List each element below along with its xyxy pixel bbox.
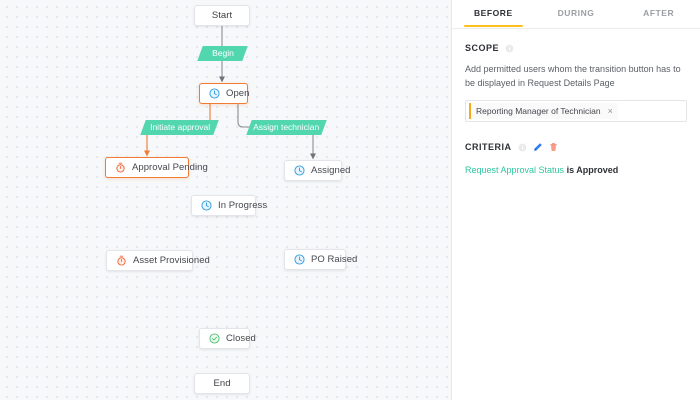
node-closed[interactable]: Closed [199, 328, 256, 349]
scope-users-input[interactable]: Reporting Manager of Technician × [465, 100, 687, 122]
node-approval-pending[interactable]: Approval Pending [105, 157, 208, 178]
transition-assign-technician[interactable]: Assign technician [246, 120, 327, 135]
scope-chip-remove-icon[interactable]: × [607, 105, 613, 116]
check-circle-green-icon [209, 333, 220, 344]
clock-blue-icon [294, 165, 305, 176]
info-icon[interactable] [518, 143, 527, 152]
criteria-section-header: CRITERIA [465, 142, 687, 152]
node-po-raised[interactable]: PO Raised [284, 249, 357, 270]
node-in-progress[interactable]: In Progress [191, 195, 267, 216]
workflow-canvas[interactable]: Start Begin Open Initiate approval Assig… [0, 0, 452, 400]
criteria-rule-condition: is Approved [566, 165, 619, 175]
node-po-raised-label: PO Raised [311, 254, 358, 265]
transition-initiate-approval-label: Initiate approval [149, 122, 210, 133]
node-open[interactable]: Open [199, 83, 250, 104]
node-assigned[interactable]: Assigned [284, 160, 350, 181]
scope-chip[interactable]: Reporting Manager of Technician × [469, 103, 618, 119]
node-open-label: Open [226, 88, 250, 99]
transition-begin[interactable]: Begin [197, 46, 248, 61]
node-end-label: End [213, 378, 231, 389]
criteria-rule: Request Approval Status is Approved [465, 164, 687, 177]
scope-description: Add permitted users whom the transition … [465, 64, 681, 88]
criteria-title: CRITERIA [465, 142, 512, 152]
criteria-rule-field: Request Approval Status [465, 165, 565, 175]
scope-chip-label: Reporting Manager of Technician [476, 106, 601, 116]
tab-before[interactable]: BEFORE [452, 0, 535, 27]
scope-section-header: SCOPE [465, 43, 687, 53]
scope-title: SCOPE [465, 43, 500, 53]
tab-during[interactable]: DURING [535, 0, 618, 27]
node-end[interactable]: End [194, 373, 250, 394]
transition-properties-panel: BEFORE DURING AFTER SCOPE Add permitted … [452, 0, 700, 400]
clock-blue-icon [209, 88, 220, 99]
tab-after-label: AFTER [643, 8, 675, 18]
timer-orange-icon [116, 162, 125, 173]
clock-blue-icon [294, 254, 305, 265]
clock-blue-icon [201, 200, 212, 211]
tab-during-label: DURING [557, 8, 595, 18]
node-in-progress-label: In Progress [218, 200, 268, 211]
canvas-divider [451, 0, 452, 400]
delete-trash-icon[interactable] [549, 142, 558, 152]
node-assigned-label: Assigned [311, 165, 351, 176]
timer-orange-icon [117, 255, 126, 266]
tab-before-label: BEFORE [473, 8, 513, 18]
tab-after[interactable]: AFTER [617, 0, 700, 27]
panel-tabs: BEFORE DURING AFTER [452, 0, 700, 29]
panel-body: SCOPE Add permitted users whom the trans… [452, 29, 700, 177]
node-asset-provisioned[interactable]: Asset Provisioned [106, 250, 210, 271]
transition-initiate-approval[interactable]: Initiate approval [140, 120, 219, 135]
edit-pencil-icon[interactable] [533, 142, 543, 152]
transition-begin-label: Begin [211, 48, 234, 59]
transition-assign-technician-label: Assign technician [253, 122, 320, 133]
node-start[interactable]: Start [194, 5, 250, 26]
node-approval-pending-label: Approval Pending [132, 162, 208, 173]
node-closed-label: Closed [226, 333, 256, 344]
node-start-label: Start [211, 10, 233, 21]
node-asset-provisioned-label: Asset Provisioned [133, 255, 210, 266]
info-icon[interactable] [505, 44, 514, 53]
